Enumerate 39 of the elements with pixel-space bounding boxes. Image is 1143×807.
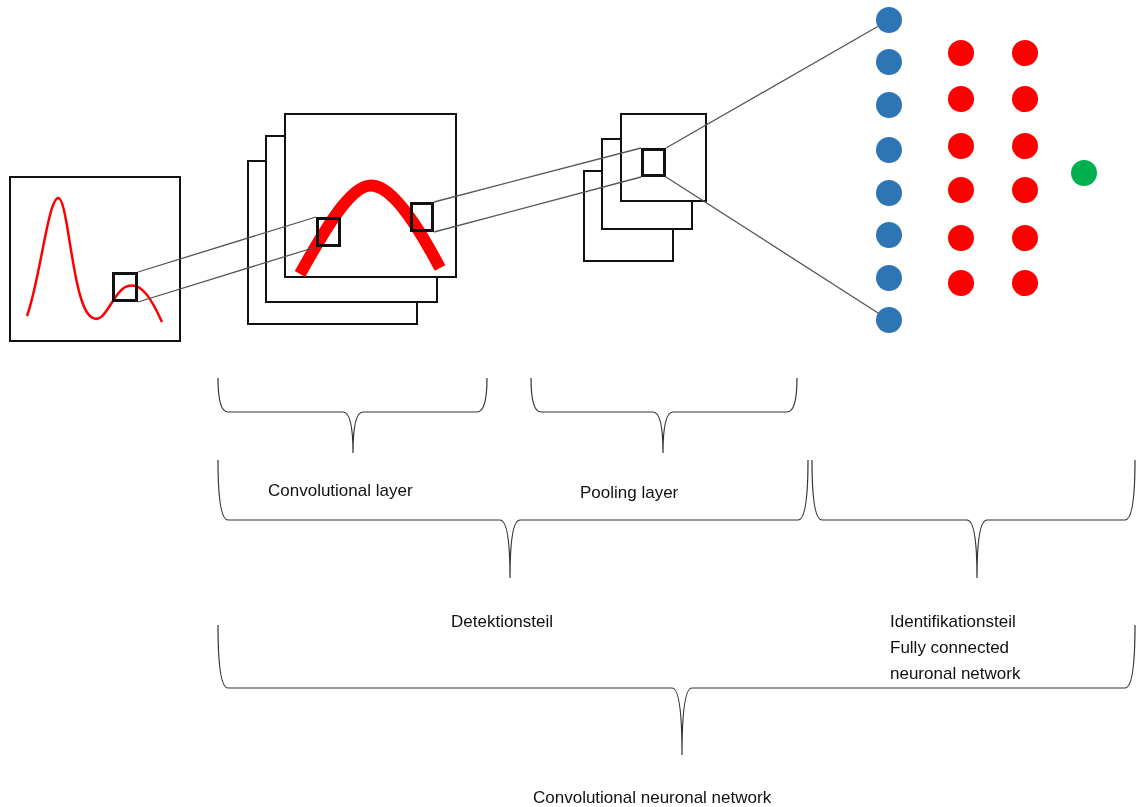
neuron-node [948, 40, 974, 66]
neuron-node [1012, 133, 1038, 159]
filter-window [410, 202, 434, 232]
filter-window [641, 148, 666, 177]
neuron-node [1012, 270, 1038, 296]
neuron-node [1012, 177, 1038, 203]
neuron-node [1071, 160, 1097, 186]
neuron-node [876, 92, 902, 118]
neuron-node [876, 222, 902, 248]
neuron-node [876, 180, 902, 206]
neuron-node [948, 270, 974, 296]
neuron-node [948, 225, 974, 251]
neuron-node [1012, 225, 1038, 251]
feature-map-stack [247, 113, 457, 325]
neuron-node [876, 307, 902, 333]
connector-line [433, 147, 642, 203]
neuron-node [948, 133, 974, 159]
filter-window [112, 272, 138, 302]
neuron-node [948, 86, 974, 112]
signal-plot-box [9, 176, 181, 342]
connector-line [137, 246, 317, 303]
neuron-node [1012, 40, 1038, 66]
connector-line [137, 216, 317, 273]
feature-map-stack [583, 113, 707, 262]
connector-line [665, 176, 879, 314]
connector-line [433, 176, 642, 233]
section-label: Pooling layer [580, 482, 679, 504]
section-label: Detektionsteil [451, 611, 554, 633]
neuron-node [876, 7, 902, 33]
neuron-node [1012, 86, 1038, 112]
filter-window [316, 217, 341, 247]
neuron-node [876, 137, 902, 163]
neuron-node [876, 265, 902, 291]
neuron-node [948, 177, 974, 203]
section-label: Convolutional layer [268, 480, 413, 502]
connector-line [665, 25, 879, 149]
section-label: Identifikationsteil Fully connected neuronal network [890, 611, 1022, 685]
neuron-node [876, 49, 902, 75]
section-label: Convolutional neuronal network [533, 787, 772, 807]
